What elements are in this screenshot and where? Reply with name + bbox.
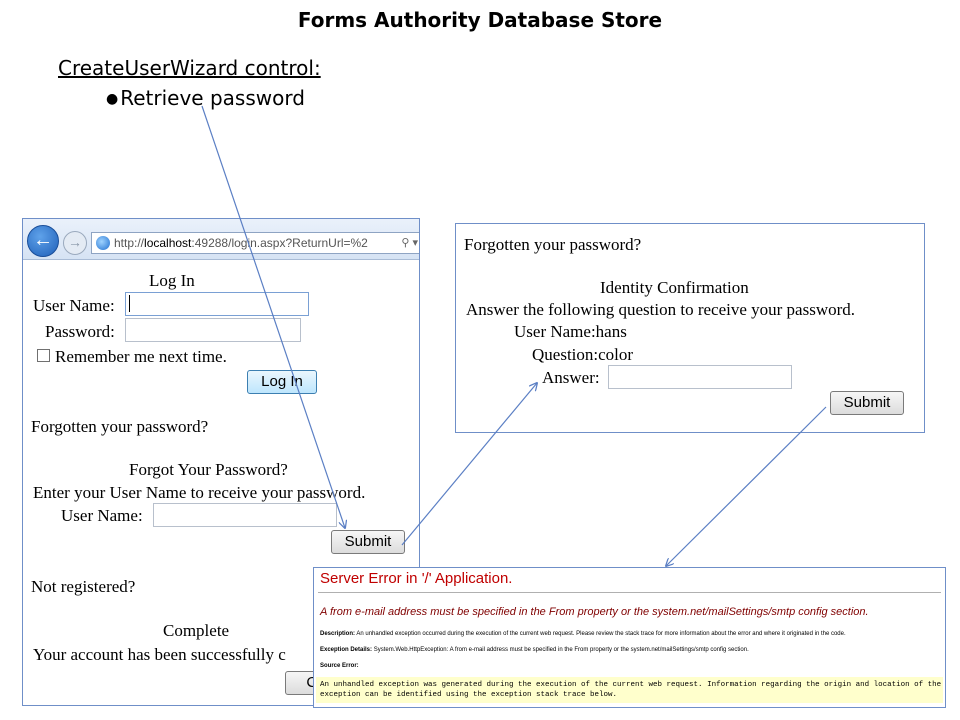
- login-username-input[interactable]: [125, 292, 309, 316]
- error-source-box: An unhandled exception was generated dur…: [316, 677, 943, 703]
- remember-me-checkbox[interactable]: [37, 349, 50, 362]
- error-description-text: An unhandled exception occurred during t…: [356, 631, 846, 637]
- back-arrow-icon[interactable]: ←: [27, 225, 59, 257]
- address-bar[interactable]: http://localhost:49288/login.aspx?Return…: [91, 232, 419, 254]
- forgot-submit-button[interactable]: Submit: [331, 530, 405, 554]
- identity-forgot-link[interactable]: Forgotten your password?: [464, 235, 642, 254]
- forgot-username-input[interactable]: [153, 503, 337, 527]
- complete-heading: Complete: [163, 621, 230, 640]
- error-exception-label: Exception Details:: [320, 647, 373, 653]
- browser-toolbar: ← → http://localhost:49288/login.aspx?Re…: [23, 219, 419, 260]
- forgot-password-link[interactable]: Forgotten your password?: [31, 417, 209, 436]
- identity-question-label-text: Question:: [532, 345, 599, 364]
- error-source-line-1: An unhandled exception was generated dur…: [320, 681, 942, 689]
- slide-title: Forms Authority Database Store: [297, 8, 663, 32]
- slide-subtitle: CreateUserWizard control:: [58, 56, 321, 80]
- bullet-item: ●Retrieve password: [106, 86, 305, 110]
- url-host: localhost: [144, 236, 192, 250]
- arrow-bullet-to-submit: [201, 105, 345, 528]
- login-button[interactable]: Log In: [247, 370, 317, 394]
- error-description-label: Description:: [320, 631, 356, 637]
- arrow-submit-to-answer: [401, 383, 537, 546]
- identity-heading: Identity Confirmation: [600, 278, 749, 297]
- error-source-label-text: Source Error:: [320, 663, 359, 669]
- login-password-label: Password:: [45, 322, 115, 341]
- identity-username-value: hans: [595, 322, 627, 341]
- login-password-input[interactable]: [125, 318, 301, 342]
- forgot-password-instructions: Enter your User Name to receive your pas…: [33, 483, 366, 502]
- page-icon: [96, 236, 110, 250]
- login-heading: Log In: [149, 271, 195, 290]
- error-divider: [318, 592, 941, 593]
- identity-confirmation-panel: Forgotten your password? Identity Confir…: [455, 223, 925, 433]
- error-exception-text: System.Web.HttpException: A from e-mail …: [373, 647, 749, 653]
- forgot-username-label: User Name:: [61, 506, 143, 525]
- error-source-label: Source Error:: [320, 663, 359, 669]
- identity-submit-button[interactable]: Submit: [830, 391, 904, 415]
- identity-instructions: Answer the following question to receive…: [466, 300, 856, 319]
- error-exception-details: Exception Details: System.Web.HttpExcept…: [320, 647, 749, 653]
- identity-question-value: color: [598, 345, 634, 364]
- error-source-line-2: exception can be identified using the ex…: [320, 691, 618, 699]
- bullet-dot: ●: [106, 91, 119, 107]
- not-registered-link[interactable]: Not registered?: [31, 577, 136, 596]
- login-username-label: User Name:: [33, 296, 115, 315]
- server-error-panel: Server Error in '/' Application. A from …: [313, 567, 946, 708]
- url-prefix: http://: [114, 236, 145, 250]
- identity-answer-label: Answer:: [542, 368, 600, 387]
- error-title: Server Error in '/' Application.: [320, 570, 513, 587]
- identity-question-label: Question:color: [532, 345, 633, 365]
- forward-arrow-icon[interactable]: →: [63, 231, 87, 255]
- error-description: Description: An unhandled exception occu…: [320, 631, 846, 637]
- forgot-password-heading: Forgot Your Password?: [129, 460, 288, 479]
- text-caret: [129, 295, 130, 312]
- identity-username-label-text: User Name:: [514, 322, 596, 341]
- remember-me-label: Remember me next time.: [55, 347, 227, 366]
- arrow-submit-to-error: [666, 406, 827, 566]
- error-message: A from e-mail address must be specified …: [320, 606, 869, 618]
- account-created-message: Your account has been successfully c: [33, 645, 286, 664]
- identity-answer-input[interactable]: [608, 365, 792, 389]
- identity-username-label: User Name:hans: [514, 322, 627, 342]
- bullet-text: Retrieve password: [120, 86, 305, 110]
- url-rest: :49288/login.aspx?ReturnUrl=%2: [191, 236, 368, 250]
- search-dropdown-icon[interactable]: ⚲ ▾: [401, 237, 418, 249]
